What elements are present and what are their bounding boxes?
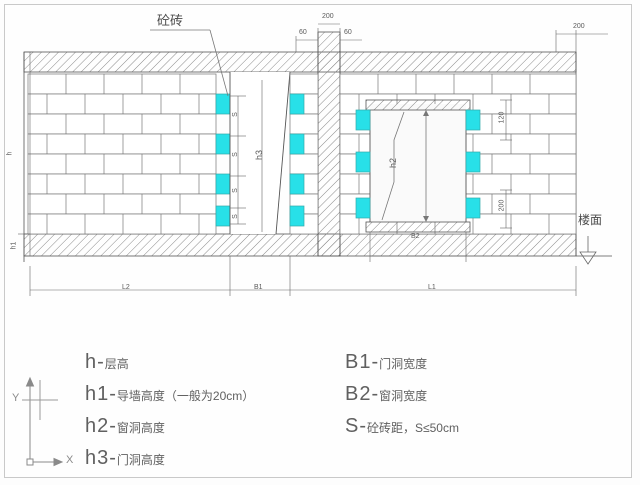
legend-item-B2: B2-窗洞宽度 (345, 383, 427, 406)
center-concrete-column (317, 31, 341, 257)
concrete-brick-group-window (355, 109, 481, 219)
dim-door-h3: h3 (254, 149, 265, 161)
legend-item-h3: h3-门洞高度 (85, 447, 165, 470)
legend-desc-h2: 窗洞高度 (116, 421, 165, 435)
callout-concrete-brick: 砼砖 (157, 13, 184, 28)
dim-top-60-left: 60 (299, 29, 307, 36)
concrete-brick-group-mid (289, 93, 305, 227)
legend-symbol-B1: B1 (345, 351, 372, 373)
dim-door-S-1: S (231, 112, 239, 117)
legend-symbol-h2: h2 (85, 415, 110, 437)
legend-item-B1: B1-门洞宽度 (345, 351, 427, 374)
label-floor-surface: 楼面 (578, 213, 603, 227)
dim-top-60-right: 60 (344, 29, 352, 36)
axis-label-x: X (66, 454, 74, 466)
legend-symbol-B2: B2 (345, 383, 372, 405)
dim-window-B2: B2 (411, 233, 420, 240)
legend-desc-B2: 窗洞宽度 (379, 389, 428, 403)
axis-label-y: Y (12, 392, 20, 404)
dimension-lines (18, 23, 608, 296)
legend-symbol-h3: h3 (85, 447, 110, 469)
legend-desc-h: 层高 (104, 357, 129, 371)
dim-door-S-3: S (231, 188, 239, 193)
legend-item-h2: h2-窗洞高度 (85, 415, 165, 438)
legend-symbol-h1: h1 (85, 383, 110, 405)
dim-bottom-L2: L2 (122, 284, 130, 291)
legend-item-S: S-砼砖距，S≤50cm (345, 415, 459, 438)
dim-bottom-L1: L1 (428, 284, 436, 291)
dim-window-120: 120 (498, 111, 506, 124)
dim-door-S-2: S (231, 152, 239, 157)
floor-level-symbol (579, 236, 597, 265)
dim-window-h2: h2 (388, 157, 399, 169)
legend-sep-S: - (359, 415, 368, 437)
legend-symbol-h: h (85, 351, 98, 373)
callout-leader (150, 29, 229, 97)
legend-desc-B1: 门洞宽度 (379, 357, 428, 371)
legend-sep-h1: - (109, 383, 117, 405)
legend-sep-h2: - (109, 415, 117, 437)
dim-left-h1: h1 (10, 241, 18, 250)
dim-left-h: h (6, 151, 14, 156)
legend-desc-h3: 门洞高度 (116, 453, 165, 467)
door-opening (229, 71, 291, 235)
legend-sep-h3: - (109, 447, 117, 469)
brick-wall-left (27, 73, 217, 235)
window-opening (365, 99, 471, 233)
legend-desc-h1: 导墙高度（一般为20cm） (116, 389, 255, 403)
legend-sep-h: - (97, 351, 105, 373)
dim-top-200-right: 200 (573, 23, 585, 30)
dim-bottom-B1: B1 (254, 284, 263, 291)
cad-axis-symbol (22, 376, 64, 467)
legend-desc-S: 砼砖距，S≤50cm (367, 421, 459, 435)
legend-item-h: h-层高 (85, 351, 129, 374)
legend-sep-B1: - (371, 351, 380, 373)
legend-item-h1: h1-导墙高度（一般为20cm） (85, 383, 254, 406)
wall-outline (23, 51, 612, 262)
legend-symbol-S: S (345, 415, 360, 437)
legend-sep-B2: - (371, 383, 380, 405)
dim-window-200: 200 (498, 199, 506, 212)
concrete-brick-group-left-jamb (215, 93, 231, 227)
dim-door-S-4: S (231, 214, 239, 219)
dim-top-200: 200 (322, 13, 334, 20)
